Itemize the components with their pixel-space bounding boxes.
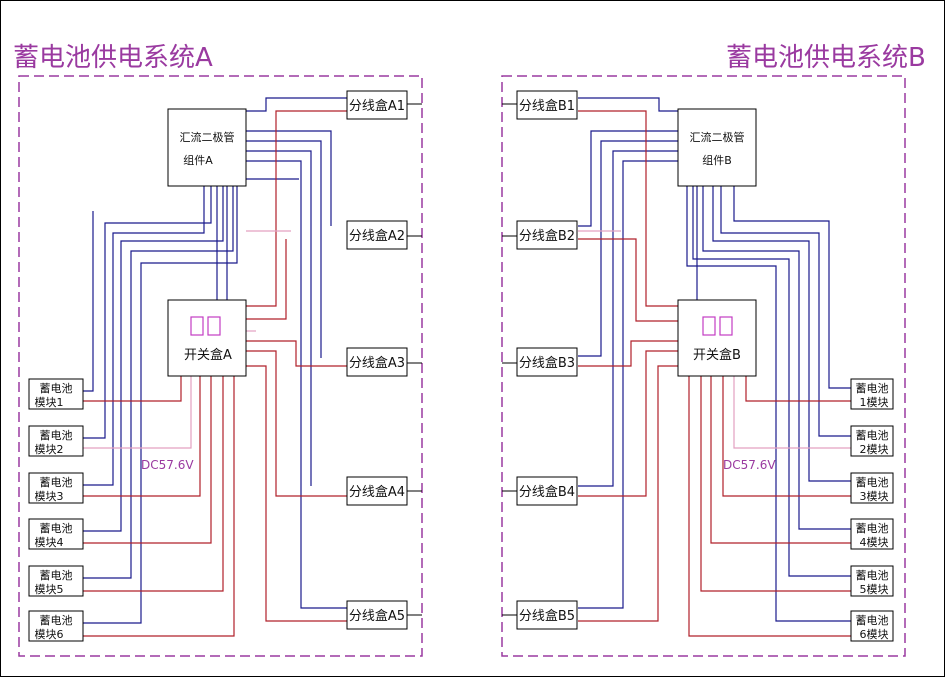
system-b: 蓄电池供电系统B <box>501 43 926 657</box>
battery-b3: 蓄电池 3模块 <box>850 472 894 504</box>
svg-text:蓄电池: 蓄电池 <box>40 429 73 442</box>
system-b-title: 蓄电池供电系统B <box>726 43 926 73</box>
svg-text:模块6: 模块6 <box>35 628 64 641</box>
battery-a4: 蓄电池 模块4 <box>28 518 84 550</box>
svg-text:分线盒B5: 分线盒B5 <box>519 608 575 624</box>
svg-text:蓄电池: 蓄电池 <box>40 522 73 535</box>
battery-a2: 蓄电池 模块2 <box>28 425 84 457</box>
svg-text:3模块: 3模块 <box>860 490 889 503</box>
battery-b5: 蓄电池 5模块 <box>850 565 894 597</box>
svg-text:蓄电池: 蓄电池 <box>40 569 73 582</box>
svg-text:分线盒B2: 分线盒B2 <box>519 228 575 244</box>
battery-a6: 蓄电池 模块6 <box>28 610 84 642</box>
battery-a5: 蓄电池 模块5 <box>28 565 84 597</box>
dc-voltage-b: DC57.6V <box>723 458 776 472</box>
diode-a-label-2: 组件A <box>183 153 213 167</box>
branch-box-a5: 分线盒A5 <box>346 600 408 630</box>
svg-text:6模块: 6模块 <box>860 628 889 641</box>
battery-a1: 蓄电池 模块1 <box>28 378 84 410</box>
branch-box-b3: 分线盒B3 <box>516 347 578 377</box>
svg-text:蓄电池: 蓄电池 <box>40 476 73 489</box>
svg-text:蓄电池: 蓄电池 <box>856 522 889 535</box>
branch-box-b4: 分线盒B4 <box>516 476 578 506</box>
system-b-wires <box>502 97 851 637</box>
battery-b4: 蓄电池 4模块 <box>850 518 894 550</box>
svg-text:蓄电池: 蓄电池 <box>856 382 889 395</box>
switch-a-label: 开关盒A <box>184 347 232 363</box>
display-digit-icon <box>190 316 204 336</box>
svg-text:分线盒B3: 分线盒B3 <box>519 355 575 371</box>
svg-text:蓄电池: 蓄电池 <box>40 614 73 627</box>
diode-a-label-1: 汇流二极管 <box>180 130 235 144</box>
branch-box-a1: 分线盒A1 <box>346 90 408 120</box>
switch-box-a: 开关盒A <box>167 299 247 377</box>
svg-text:分线盒A4: 分线盒A4 <box>349 484 405 500</box>
svg-text:模块1: 模块1 <box>35 396 64 409</box>
svg-text:分线盒B4: 分线盒B4 <box>519 484 575 500</box>
branch-box-a3: 分线盒A3 <box>346 347 408 377</box>
svg-text:蓄电池: 蓄电池 <box>856 429 889 442</box>
dc-voltage-a: DC57.6V <box>141 458 194 472</box>
diode-b-label-1: 汇流二极管 <box>690 130 745 144</box>
branch-box-a2: 分线盒A2 <box>346 220 408 250</box>
diode-assembly-b: 汇流二极管 组件B <box>677 108 757 187</box>
svg-text:模块3: 模块3 <box>35 490 64 503</box>
svg-text:分线盒A2: 分线盒A2 <box>349 228 405 244</box>
svg-text:蓄电池: 蓄电池 <box>856 614 889 627</box>
system-a: 蓄电池供电系统A <box>13 43 423 657</box>
svg-text:模块2: 模块2 <box>35 443 64 456</box>
branch-box-b1: 分线盒B1 <box>516 90 578 120</box>
svg-text:分线盒A5: 分线盒A5 <box>349 608 405 624</box>
battery-b1: 蓄电池 1模块 <box>850 378 894 410</box>
svg-text:1模块: 1模块 <box>860 396 889 409</box>
system-a-frame <box>18 75 423 657</box>
svg-text:4模块: 4模块 <box>860 536 889 549</box>
svg-text:蓄电池: 蓄电池 <box>856 569 889 582</box>
system-a-title: 蓄电池供电系统A <box>13 43 213 73</box>
svg-text:蓄电池: 蓄电池 <box>40 382 73 395</box>
branch-box-b5: 分线盒B5 <box>516 600 578 630</box>
branch-box-b2: 分线盒B2 <box>516 220 578 250</box>
display-digit-icon <box>719 316 733 336</box>
svg-text:模块5: 模块5 <box>35 583 64 596</box>
display-digit-icon <box>207 316 221 336</box>
switch-b-label: 开关盒B <box>693 347 741 363</box>
diode-b-label-2: 组件B <box>702 153 732 167</box>
battery-b2: 蓄电池 2模块 <box>850 425 894 457</box>
svg-text:模块4: 模块4 <box>35 536 64 549</box>
svg-text:分线盒B1: 分线盒B1 <box>519 98 575 114</box>
svg-text:蓄电池: 蓄电池 <box>856 476 889 489</box>
svg-text:分线盒A3: 分线盒A3 <box>349 355 405 371</box>
svg-text:2模块: 2模块 <box>860 443 889 456</box>
svg-text:5模块: 5模块 <box>860 583 889 596</box>
battery-b6: 蓄电池 6模块 <box>850 610 894 642</box>
system-b-frame <box>501 75 906 657</box>
battery-a3: 蓄电池 模块3 <box>28 472 84 504</box>
svg-text:分线盒A1: 分线盒A1 <box>349 98 405 114</box>
display-digit-icon <box>702 316 716 336</box>
switch-box-b: 开关盒B <box>677 299 757 377</box>
diode-assembly-a: 汇流二极管 组件A <box>167 108 247 187</box>
system-a-wires <box>83 97 422 637</box>
branch-box-a4: 分线盒A4 <box>346 476 408 506</box>
